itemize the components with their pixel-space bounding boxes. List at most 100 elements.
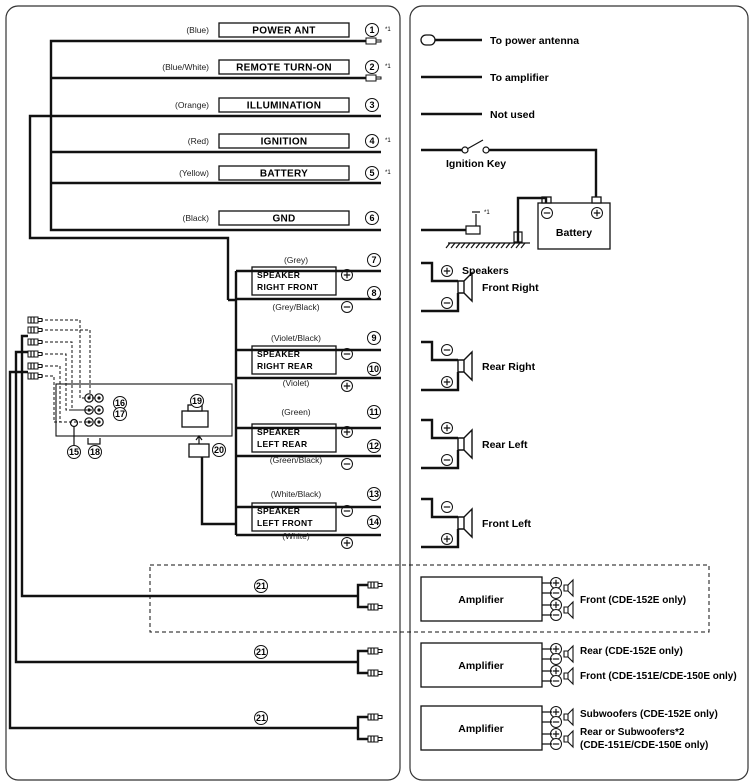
speaker-number-11-ring xyxy=(367,405,381,419)
speaker-number-7: 7 xyxy=(371,255,376,265)
gnd-bolt xyxy=(472,211,480,226)
connector-number-1: 1 xyxy=(369,25,374,35)
connector-box-4 xyxy=(218,133,350,149)
rca-split-0 xyxy=(356,583,368,609)
rca-jack-pin-1 xyxy=(97,396,101,400)
speaker-color-top-7: (Grey) xyxy=(284,255,308,265)
power-ant-plug xyxy=(365,37,382,45)
speaker-box-line1-0: SPEAKER xyxy=(257,270,300,280)
target-pol-bottom-1 xyxy=(443,378,451,386)
amp-output-2-0: Subwoofers (CDE-152E only) xyxy=(580,709,718,720)
gnd-note: *1 xyxy=(484,210,490,216)
target-wire-bottom-2 xyxy=(421,450,460,470)
speaker-box-line1-2: SPEAKER xyxy=(257,427,300,437)
target-pol-bottom-3 xyxy=(443,535,451,543)
amp-out-plus-1-1 xyxy=(552,667,560,675)
target-wire-top-1 xyxy=(421,340,458,362)
speaker-color-top-9: (Violet/Black) xyxy=(271,333,321,343)
speaker-box-line2-0: RIGHT FRONT xyxy=(257,282,319,292)
amp-rca-plug-bottom-0 xyxy=(367,603,383,611)
unit-label-20-ring xyxy=(212,443,226,457)
amp-out-speaker-0-1 xyxy=(563,600,574,620)
ign-contact-left xyxy=(461,146,469,154)
unit-leader-lines xyxy=(73,427,101,445)
speaker-number-9: 9 xyxy=(371,333,376,343)
amp-rca-plug-bottom-2 xyxy=(367,735,383,743)
speaker-number-9-ring xyxy=(367,331,381,345)
amp-out-speaker-0-0 xyxy=(563,578,574,598)
wire-color-1: (Blue) xyxy=(186,25,209,35)
unit-rca-plug-4 xyxy=(27,362,43,370)
unit-label-15-ring xyxy=(67,445,81,459)
amp-out-plus-1-0 xyxy=(552,645,560,653)
connector-label-1: POWER ANT xyxy=(252,26,315,37)
target-pol-top-0 xyxy=(443,267,451,275)
amp-out-wire-1-1 xyxy=(542,670,552,682)
amp-output-1-0: Rear (CDE-152E only) xyxy=(580,646,683,657)
legend-not-used: Not used xyxy=(490,109,535,121)
target-wire-top-0 xyxy=(421,261,458,283)
amp-rca-plug-top-1 xyxy=(367,647,383,655)
connector-note-2: *1 xyxy=(385,64,391,70)
remote-plug xyxy=(365,74,382,82)
rca-label-1: 21 xyxy=(256,647,266,657)
legend-speakers: Speakers xyxy=(462,265,509,277)
amp-rca-plug-top-2 xyxy=(367,713,383,721)
speaker-target-2: Rear Left xyxy=(482,439,528,451)
chassis-hatch xyxy=(445,242,526,249)
amp-out-speaker-2-1 xyxy=(563,729,574,749)
head-unit-rear xyxy=(55,383,233,437)
amp-rca-plug-bottom-1-ribs xyxy=(370,670,375,676)
wire-color-5: (Yellow) xyxy=(179,168,209,178)
ign-switch-lever xyxy=(466,139,484,150)
connector-number-1-ring xyxy=(365,23,379,37)
unit-rca-plug-1 xyxy=(27,326,43,334)
battery-plus-sign xyxy=(593,209,601,217)
amp-rca-plug-bottom-1 xyxy=(367,669,383,677)
rca-lead-4 xyxy=(40,353,95,411)
amplifier-box-2 xyxy=(420,705,543,751)
amp-out-plus-0-0 xyxy=(552,579,560,587)
connector-label-2: REMOTE TURN-ON xyxy=(236,63,332,74)
amp-out-plus-2-1 xyxy=(552,730,560,738)
speaker-icon-3 xyxy=(457,507,473,539)
connector-box-3 xyxy=(218,97,350,113)
speaker-icon-2 xyxy=(457,428,473,460)
unit-label-16: 16 xyxy=(115,398,125,408)
connector-number-4: 4 xyxy=(369,136,374,146)
speaker-color-top-13: (White/Black) xyxy=(271,489,322,499)
amp-out-plus-2-0 xyxy=(552,708,560,716)
left-panel xyxy=(5,5,401,781)
target-pol-top-2 xyxy=(443,424,451,432)
rca-lead-6 xyxy=(40,375,95,423)
target-wire-bottom-3 xyxy=(421,529,460,549)
amp-out-speaker-1-1 xyxy=(563,666,574,686)
amp-out-wire-2-0 xyxy=(542,711,552,723)
rca-label-2-ring xyxy=(254,711,268,725)
connector-number-6: 6 xyxy=(369,213,374,223)
rca-label-2: 21 xyxy=(256,713,266,723)
connector-number-5-ring xyxy=(365,166,379,180)
legend-antenna: To power antenna xyxy=(490,35,579,47)
speaker-icon-0 xyxy=(457,271,473,303)
amp-output-2-2: (CDE-151E/CDE-150E only) xyxy=(580,740,708,751)
amplifier-box-1 xyxy=(420,642,543,688)
connector-box-2 xyxy=(218,59,350,75)
speaker-color-bottom-12: (Green/Black) xyxy=(270,455,323,465)
rca-split-2 xyxy=(356,715,368,741)
unit-rca-plug-2-ribs xyxy=(30,339,35,345)
legend-amplifier: To amplifier xyxy=(490,72,549,84)
amplifier-box-0 xyxy=(420,576,543,622)
spk-pol-bottom-3 xyxy=(343,539,351,547)
wire-color-6: (Black) xyxy=(183,213,210,223)
amp-out-speaker-1-0 xyxy=(563,644,574,664)
iso-connector xyxy=(181,410,209,428)
unit-label-15: 15 xyxy=(69,447,79,457)
unit-rca-plug-5-ribs xyxy=(30,373,35,379)
unit-rca-plug-0 xyxy=(27,316,43,324)
unit-label-19-ring xyxy=(190,394,204,408)
rca-lead-2 xyxy=(40,329,95,399)
speaker-number-12: 12 xyxy=(369,441,379,451)
rca-label-1-ring xyxy=(254,645,268,659)
